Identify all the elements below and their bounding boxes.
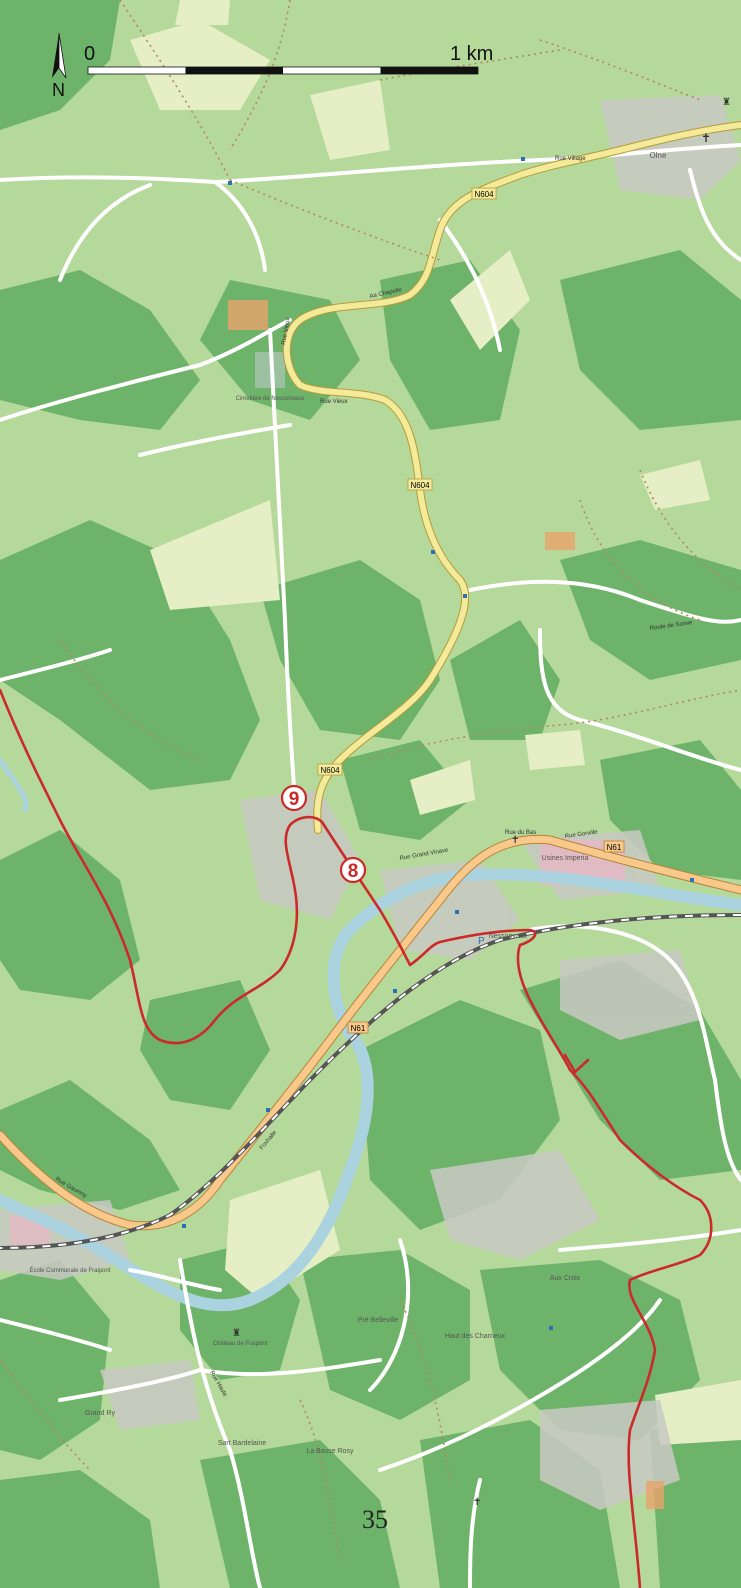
- scale-start-label: 0: [84, 43, 96, 65]
- road-label-n604-a: N604: [474, 190, 494, 199]
- street-label-rue-vieux: Rue Vieux: [320, 399, 348, 405]
- route-village-segment: [320, 820, 713, 1588]
- road-label-n61-b: N61: [351, 1024, 366, 1033]
- road-label-n61-a: N61: [607, 843, 622, 852]
- street-label-rue-gorville: Rue Gorville: [564, 829, 598, 840]
- street-label-rue-du-bas: Rue du Bas: [505, 830, 536, 836]
- orange-area-1: [228, 300, 268, 330]
- hiking-route: [0, 688, 713, 1588]
- place-label-grand-ry: Grand Ry: [85, 1410, 115, 1417]
- orange-area-2: [545, 532, 575, 550]
- street-label-rue-vieux-2: Rue Vieux: [281, 317, 292, 345]
- place-label-pre-belleville: Pré Belleville: [358, 1317, 399, 1324]
- church-icon: ✝: [473, 1497, 481, 1508]
- farmland-areas: [130, 0, 741, 1445]
- waypoint-9-label: 9: [289, 789, 300, 810]
- orange-area-3: [646, 1481, 664, 1509]
- place-label-nessonvaux: Nessonvaux: [489, 933, 528, 940]
- place-label-olne: Olne: [650, 151, 667, 160]
- main-roads: [0, 121, 741, 1231]
- place-label-ecole: École Communale de Fraipont: [29, 1267, 110, 1274]
- scale-end-label: 1 km: [450, 43, 494, 65]
- river: [0, 757, 741, 1312]
- waypoint-8[interactable]: 8: [339, 856, 367, 884]
- minor-roads: [0, 143, 741, 1588]
- road-label-n604-b: N604: [410, 481, 430, 490]
- road-label-n604-c: N604: [320, 766, 340, 775]
- route-direction-arrow: [563, 1053, 590, 1074]
- bus-stops: [182, 157, 694, 1330]
- road-shields: N604 N604 N604 N61 N61: [317, 187, 625, 1034]
- place-label-la-basse-rosy: La Basse Rosy: [306, 1448, 354, 1455]
- route-west-segment: [0, 688, 324, 1045]
- scale-bar: [87, 66, 479, 75]
- castle-icon: ♜: [722, 97, 731, 108]
- place-labels: Olne Nessonvaux Usines Imperia Cimetière…: [29, 151, 667, 1455]
- place-label-cimetiere: Cimetière de Nessonvaux: [236, 396, 305, 402]
- parking-icon: P: [478, 936, 485, 947]
- castle-icon: ♜: [232, 1328, 241, 1339]
- north-label: N: [52, 80, 65, 100]
- place-label-aux-croix: Aux Croix: [550, 1275, 581, 1282]
- place-label-sart-bardelaine: Sart Bardelaine: [218, 1440, 266, 1447]
- church-icon: ✝: [511, 835, 519, 846]
- map-symbols: ✝ ✝ ✝ ♜ ♜ P: [232, 97, 731, 1508]
- north-arrow-icon: [52, 32, 67, 79]
- waypoint-9[interactable]: 9: [280, 784, 308, 812]
- place-label-chateau: Château de Fraipont: [213, 1341, 268, 1347]
- place-label-haut-charneux: Haut des Charneux: [445, 1333, 506, 1340]
- church-icon: ✝: [701, 131, 711, 145]
- waypoint-8-label: 8: [348, 861, 359, 882]
- railway: [0, 913, 741, 1250]
- page-number: 35: [362, 1505, 388, 1534]
- place-label-usines: Usines Imperia: [542, 855, 589, 862]
- street-label-rue-village: Rue Village: [555, 156, 586, 162]
